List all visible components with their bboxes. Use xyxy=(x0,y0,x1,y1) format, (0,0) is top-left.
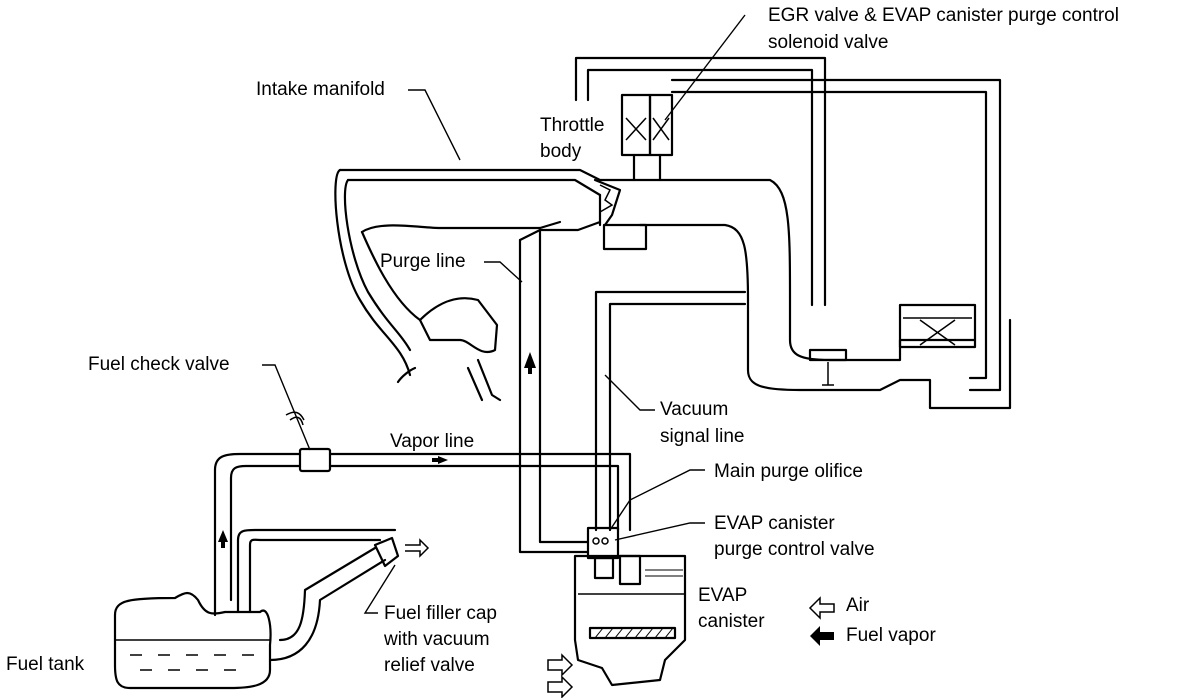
legend-air-label: Air xyxy=(846,595,870,616)
legend-icons xyxy=(808,596,835,646)
solid-arrow-icon xyxy=(810,626,834,646)
fuel-check-valve-label: Fuel check valve xyxy=(88,354,230,375)
vacuum-signal-line-label-line1: Vacuum xyxy=(660,399,729,420)
evap-canister-label-line1: EVAP xyxy=(698,585,748,606)
hollow-arrow-icon xyxy=(808,596,835,620)
fuel-level-dashes xyxy=(130,654,254,671)
throttle-body-label-line1: Throttle xyxy=(540,115,605,136)
vacuum-signal-line-label-line2: signal line xyxy=(660,426,745,447)
vapor-line-hose xyxy=(213,447,632,617)
intake-manifold-label: Intake manifold xyxy=(256,79,385,100)
fuel-tank xyxy=(113,528,430,690)
fuel-filler-cap-label-line2: with vacuum xyxy=(384,629,490,650)
throttle-body xyxy=(593,178,648,251)
legend-fuel-vapor-label: Fuel vapor xyxy=(846,625,936,646)
egr-solenoid-valve xyxy=(620,93,674,182)
solenoid-hoses xyxy=(574,56,1002,392)
evap-canister xyxy=(547,526,687,698)
purge-line-label: Purge line xyxy=(380,251,466,272)
leader-lines xyxy=(262,14,746,614)
main-purge-orifice-label: Main purge olifice xyxy=(714,461,863,482)
throttle-body-label-line2: body xyxy=(540,141,582,162)
intake-manifold xyxy=(334,168,1012,410)
egr-valve-label-line1: EGR valve & EVAP canister purge control xyxy=(768,5,1119,26)
fuel-filler-cap-label-line3: relief valve xyxy=(384,655,475,676)
egr-valve-label-line2: solenoid valve xyxy=(768,32,889,53)
fuel-tank-label: Fuel tank xyxy=(6,654,85,675)
air-cleaner-box xyxy=(808,303,977,386)
fuel-filler-cap-label-line1: Fuel filler cap xyxy=(384,603,497,624)
filler-tube-top xyxy=(285,297,502,426)
purge-line-hose xyxy=(518,220,602,554)
evap-purge-valve-label-line1: EVAP canister xyxy=(714,513,835,534)
evap-canister-label-line2: canister xyxy=(698,611,765,632)
evap-purge-valve-label-line2: purge control valve xyxy=(714,539,875,560)
vapor-line-label: Vapor line xyxy=(390,431,475,452)
